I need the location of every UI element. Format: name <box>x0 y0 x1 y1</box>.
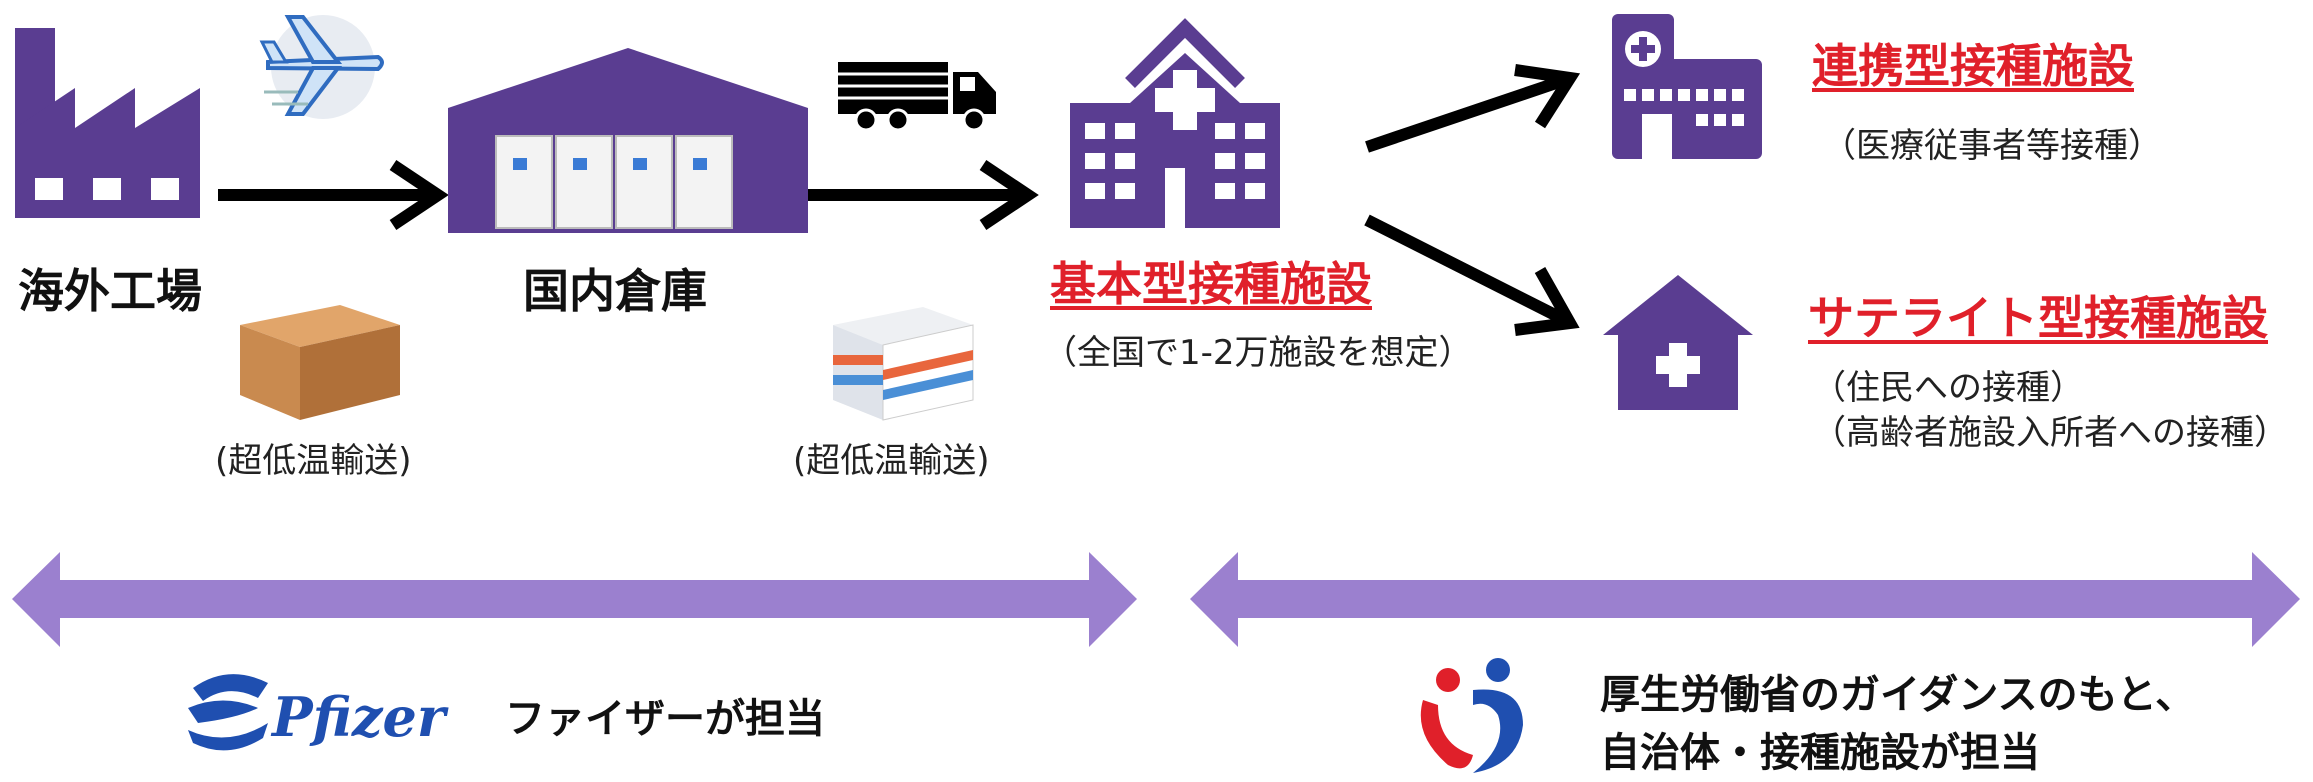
arrow-basic-to-satellite <box>1364 214 1580 336</box>
clinic-building-icon <box>1612 14 1762 159</box>
cooler-box-icon <box>833 307 974 421</box>
truck-icon <box>838 62 996 132</box>
factory-label: 海外工場 <box>18 264 202 318</box>
pfizer-logo <box>188 674 268 751</box>
pfizer-logo-text: Pfizer <box>272 685 446 749</box>
box2-note: (超低温輸送) <box>793 441 990 481</box>
medical-house-icon <box>1603 275 1753 410</box>
arrow-warehouse-to-basic <box>808 160 1039 230</box>
basic-facility-label: 基本型接種施設 <box>1050 257 1372 311</box>
government-responsibility-line2: 自治体・接種施設が担当 <box>1600 730 2040 776</box>
mhlw-logo <box>1420 658 1523 773</box>
satellite-facility-note1: （住民への接種） <box>1812 368 2084 408</box>
hospital-icon <box>1070 18 1280 228</box>
warehouse-freezers-icon <box>448 48 808 233</box>
government-scope-arrow <box>1190 552 2300 647</box>
cardboard-box-icon <box>240 305 400 420</box>
satellite-facility-note2: （高齢者施設入所者への接種） <box>1812 413 2288 453</box>
pfizer-responsibility-text: ファイザーが担当 <box>505 696 825 742</box>
factory-icon <box>15 28 200 218</box>
warehouse-label: 国内倉庫 <box>523 264 707 318</box>
linked-facility-label: 連携型接種施設 <box>1812 39 2134 93</box>
satellite-facility-label: サテライト型接種施設 <box>1808 291 2268 345</box>
government-responsibility-line1: 厚生労働省のガイダンスのもと、 <box>1600 672 2196 718</box>
arrow-basic-to-linked <box>1365 64 1581 153</box>
box1-note: (超低温輸送) <box>215 441 412 481</box>
linked-facility-note: （医療従事者等接種） <box>1822 126 2162 166</box>
airplane-icon <box>259 15 384 119</box>
basic-facility-note: （全国で1-2万施設を想定） <box>1043 333 1473 373</box>
arrow-factory-to-warehouse <box>218 160 449 230</box>
pfizer-scope-arrow <box>12 552 1137 647</box>
